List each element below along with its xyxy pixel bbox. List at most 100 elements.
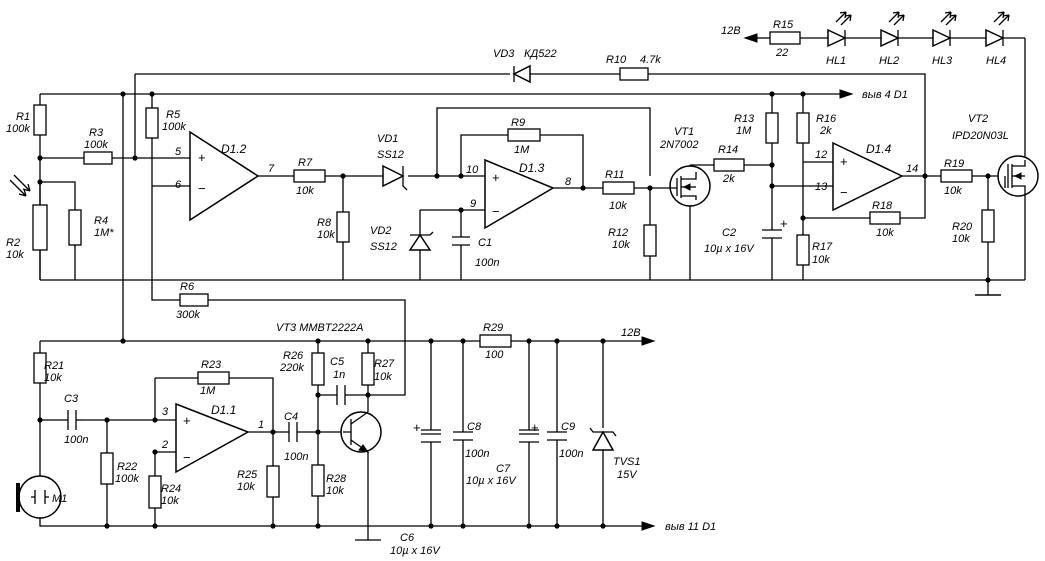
labels: R1 100k R2 10k R3 100k R4 1M* R5 100k R6…	[6, 19, 1009, 557]
label-vd2-value: SS12	[370, 241, 397, 253]
label-r21-value: 10k	[44, 372, 62, 384]
label-r11-value: 10k	[609, 200, 627, 212]
label-r25-value: 10k	[237, 481, 255, 493]
label-c6: C6	[400, 532, 415, 544]
label-r12-value: 10k	[612, 239, 630, 251]
label-c8-value: 100n	[465, 448, 489, 460]
pin-1: 1	[258, 419, 264, 431]
label-vt2-value: IPD20N03L	[952, 130, 1009, 142]
label-r27-value: 10k	[374, 371, 392, 383]
label-r19-value: 10k	[944, 185, 962, 197]
tvs-diode	[589, 427, 617, 451]
resistor-r16	[796, 112, 810, 144]
pin-9: 9	[470, 198, 476, 210]
mosfet-vt1	[668, 165, 711, 207]
svg-text:+: +	[413, 420, 421, 435]
resistor-r10	[619, 67, 649, 81]
label-vt3: VT3 MMBT2222A	[276, 322, 363, 334]
label-hl4: HL4	[986, 55, 1006, 67]
label-r26-value: 220k	[279, 362, 304, 374]
label-r4: R4	[94, 215, 108, 227]
label-c7: C7	[496, 463, 511, 475]
capacitor-c2	[762, 229, 782, 239]
pin-8: 8	[565, 176, 572, 188]
label-r28: R28	[326, 473, 347, 485]
label-r24-value: 10k	[161, 495, 179, 507]
label-r11: R11	[605, 169, 624, 181]
resistor-r24	[148, 475, 162, 509]
resistor-r15	[769, 31, 801, 45]
label-r28-value: 10k	[326, 485, 344, 497]
resistor-r7	[293, 169, 326, 183]
label-r2-value: 10k	[6, 249, 24, 261]
resistor-r27	[361, 352, 375, 386]
label-r8: R8	[317, 217, 332, 229]
resistor-r25	[266, 465, 280, 498]
resistor-r23	[197, 371, 230, 385]
label-r22-value: 100k	[115, 473, 139, 485]
label-r6: R6	[180, 281, 195, 293]
label-r19: R19	[944, 158, 964, 170]
capacitor-c3	[67, 410, 77, 430]
label-c8: C8	[467, 421, 482, 433]
resistor-r14	[713, 158, 745, 172]
arrow-pin4	[839, 89, 854, 99]
label-c5: C5	[330, 356, 345, 368]
opamp-d11	[175, 402, 250, 474]
wires	[39, 37, 1026, 541]
svg-text:+: +	[492, 170, 500, 185]
led-hl4	[985, 11, 1010, 48]
pin-6: 6	[175, 179, 182, 191]
label-r25: R25	[237, 469, 258, 481]
pin-7: 7	[268, 163, 275, 175]
arrow-pin11	[641, 521, 656, 531]
label-c7-value: 10µ x 16V	[466, 475, 517, 487]
svg-text:−: −	[492, 204, 500, 219]
resistor-r11	[602, 181, 635, 195]
resistor-r29	[479, 334, 512, 348]
label-r18: R18	[872, 200, 893, 212]
transistors	[340, 155, 1039, 453]
label-r7-value: 10k	[296, 185, 314, 197]
label-vt2: VT2	[968, 113, 988, 125]
resistor-r12	[643, 224, 657, 257]
label-tvs1: TVS1	[613, 456, 641, 468]
label-r27: R27	[374, 358, 395, 370]
resistor-r21	[33, 352, 47, 384]
capacitor-c8	[453, 431, 473, 441]
capacitor-c5	[336, 385, 346, 405]
label-r16-value: 2k	[819, 125, 832, 137]
label-r20-value: 10k	[952, 233, 970, 245]
label-c4-value: 100n	[284, 451, 308, 463]
label-r2: R2	[6, 237, 20, 249]
label-vd3: VD3	[493, 48, 515, 60]
led-hl1	[827, 11, 881, 48]
label-m1: M1	[52, 493, 67, 505]
led-hl2	[880, 11, 933, 48]
resistor-r4	[68, 209, 82, 246]
label-r15-value: 22	[775, 47, 788, 59]
capacitor-c6	[421, 433, 441, 443]
label-c9-value: 100n	[559, 448, 583, 460]
resistor-r8	[336, 211, 350, 243]
label-r17: R17	[812, 241, 833, 253]
label-r24: R24	[161, 483, 181, 495]
label-c3-value: 100n	[64, 434, 88, 446]
photoresistor-r2	[32, 204, 48, 251]
label-r9: R9	[511, 117, 525, 129]
misc-symbols	[16, 33, 1001, 531]
label-hl3: HL3	[932, 55, 953, 67]
resistor-r3	[83, 151, 113, 165]
junction-dots	[37, 91, 991, 529]
label-r29: R29	[483, 322, 503, 334]
resistor-r13	[765, 112, 779, 144]
label-r7: R7	[298, 157, 313, 169]
label-r3-value: 100k	[84, 139, 108, 151]
arrow-12v-bottom	[641, 336, 656, 346]
label-vd1: VD1	[377, 133, 398, 145]
capacitor-c4	[288, 422, 298, 442]
svg-text:−: −	[198, 181, 206, 196]
opamp-d14	[832, 141, 904, 212]
diode-vd1	[382, 164, 408, 191]
